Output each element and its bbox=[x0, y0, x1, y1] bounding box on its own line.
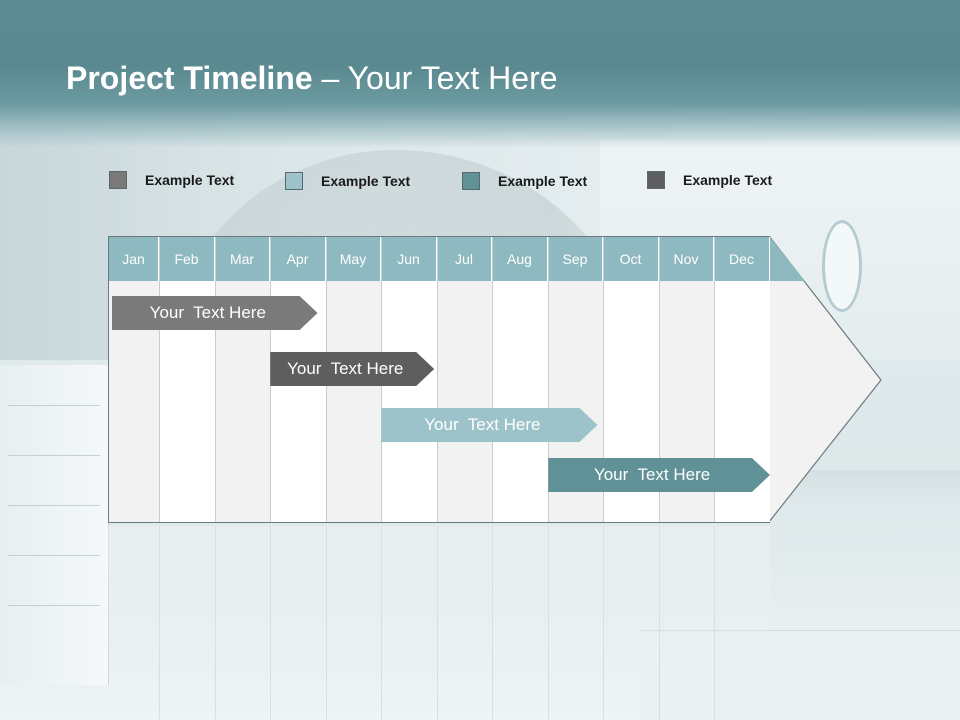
task-bar[interactable]: Your Text Here bbox=[112, 296, 318, 330]
background-clock bbox=[822, 220, 862, 312]
month-column bbox=[381, 281, 437, 522]
legend-swatch bbox=[285, 172, 303, 190]
timeline-arrow-head bbox=[769, 236, 882, 523]
month-divider bbox=[437, 237, 438, 522]
legend-item: Example Text bbox=[462, 171, 587, 191]
month-column bbox=[326, 281, 381, 522]
legend-label: Example Text bbox=[145, 172, 235, 188]
task-bar[interactable]: Your Text Here bbox=[381, 408, 597, 442]
page-title: Project Timeline – Your Text Here bbox=[66, 60, 558, 97]
month-header: May bbox=[326, 237, 381, 281]
month-divider bbox=[659, 237, 660, 522]
month-divider bbox=[492, 237, 493, 522]
legend-swatch bbox=[647, 171, 665, 189]
month-header: Oct bbox=[603, 237, 659, 281]
legend-swatch bbox=[109, 171, 127, 189]
month-divider bbox=[548, 237, 549, 522]
legend-item: Example Text bbox=[285, 171, 410, 191]
legend-item: Example Text bbox=[647, 170, 772, 190]
month-header: Nov bbox=[659, 237, 714, 281]
timeline-frame-top bbox=[108, 236, 770, 237]
month-header: Feb bbox=[159, 237, 215, 281]
month-header: Dec bbox=[714, 237, 770, 281]
timeline-reflection bbox=[108, 526, 770, 720]
month-header: Jul bbox=[437, 237, 492, 281]
month-header: Jun bbox=[381, 237, 437, 281]
background-cabinet bbox=[0, 365, 109, 685]
title-band bbox=[0, 0, 960, 148]
legend-item: Example Text bbox=[109, 170, 234, 190]
month-header: Sep bbox=[548, 237, 603, 281]
task-bar-label: Your Text Here bbox=[593, 465, 711, 484]
month-column bbox=[437, 281, 492, 522]
page-title-rest: – Your Text Here bbox=[312, 60, 558, 96]
page-title-bold: Project Timeline bbox=[66, 60, 313, 96]
task-bar-label: Your Text Here bbox=[424, 415, 541, 434]
legend-swatch bbox=[462, 172, 480, 190]
month-header: Jan bbox=[109, 237, 159, 281]
month-divider bbox=[603, 237, 604, 522]
timeline-frame-bottom bbox=[108, 522, 770, 523]
month-divider bbox=[714, 237, 715, 522]
legend-label: Example Text bbox=[321, 173, 411, 189]
task-bar[interactable]: Your Text Here bbox=[270, 352, 434, 386]
month-column bbox=[492, 281, 548, 522]
month-header: Mar bbox=[215, 237, 270, 281]
timeline-frame-left bbox=[108, 236, 109, 523]
legend-label: Example Text bbox=[498, 173, 588, 189]
month-header: Apr bbox=[270, 237, 326, 281]
arrow-head-header bbox=[769, 236, 805, 281]
task-bar-label: Your Text Here bbox=[149, 303, 266, 322]
legend-label: Example Text bbox=[683, 172, 773, 188]
task-bar-label: Your Text Here bbox=[287, 359, 404, 378]
month-header: Aug bbox=[492, 237, 548, 281]
task-bar[interactable]: Your Text Here bbox=[548, 458, 770, 492]
month-divider bbox=[215, 237, 216, 522]
month-divider bbox=[159, 237, 160, 522]
